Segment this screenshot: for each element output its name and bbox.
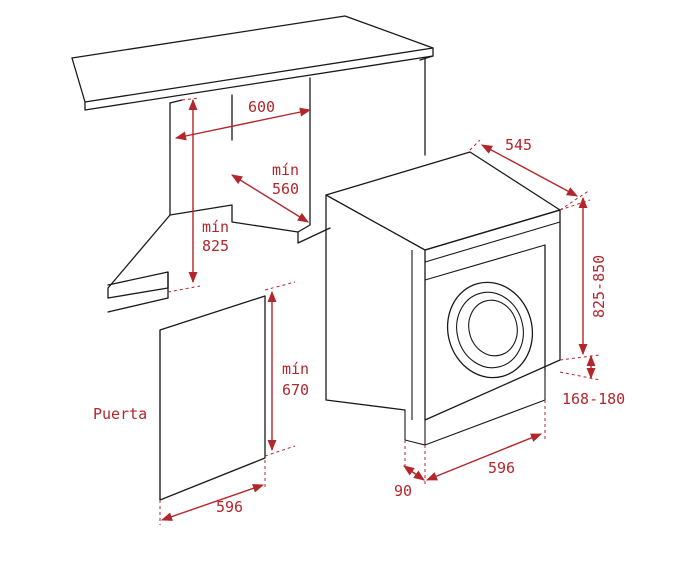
washing-machine: [325, 151, 561, 446]
cabinet-niche: [107, 57, 426, 313]
label-cabinet-height-val: 825: [202, 237, 229, 255]
worktop: [71, 15, 434, 111]
extension-lines: [159, 97, 601, 525]
dimension-lines: [160, 98, 596, 521]
label-plinth-offset: 90: [394, 482, 412, 500]
porthole-inner: [456, 291, 524, 369]
dim-596-machine: [425, 433, 543, 481]
label-door-height-val: 670: [282, 381, 309, 399]
dimension-labels: 600 mín 560 mín 825 mín 670 Puerta 596 5…: [93, 98, 625, 516]
dim-596-door: [160, 484, 265, 521]
dim-90: [403, 465, 425, 481]
dim-560: [231, 174, 309, 223]
label-plinth-height: 168-180: [562, 390, 625, 408]
label-cabinet-depth-min: mín: [272, 161, 299, 179]
label-cabinet-width: 600: [248, 98, 275, 116]
label-door-width: 596: [216, 498, 243, 516]
label-cabinet-depth-val: 560: [272, 180, 299, 198]
dim-545: [481, 144, 578, 197]
door-panel: [159, 295, 266, 501]
porthole-outer: [446, 281, 534, 379]
label-machine-width: 596: [488, 459, 515, 477]
label-machine-depth: 545: [505, 136, 532, 154]
label-cabinet-height-min: mín: [202, 218, 229, 236]
label-door-name: Puerta: [93, 405, 147, 423]
label-machine-height: 825-850: [590, 255, 608, 318]
dim-600: [174, 107, 312, 141]
label-door-height-min: mín: [282, 360, 309, 378]
